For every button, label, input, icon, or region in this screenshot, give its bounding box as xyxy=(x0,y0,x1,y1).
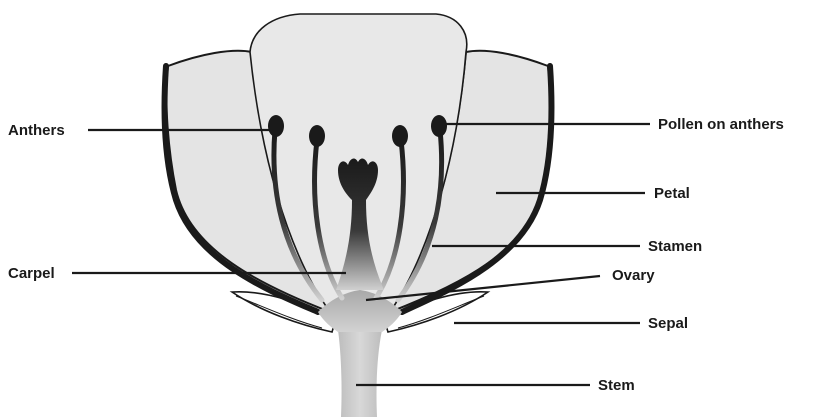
label-anthers: Anthers xyxy=(8,122,65,139)
label-petal: Petal xyxy=(654,185,690,202)
anther-3 xyxy=(392,125,408,147)
label-pollen-on-anthers: Pollen on anthers xyxy=(658,116,784,133)
anther-1 xyxy=(268,115,284,137)
anther-2 xyxy=(309,125,325,147)
label-sepal: Sepal xyxy=(648,315,688,332)
label-stem: Stem xyxy=(598,377,635,394)
anther-4 xyxy=(431,115,447,137)
label-carpel: Carpel xyxy=(8,265,55,282)
label-ovary: Ovary xyxy=(612,267,655,284)
stem-shape xyxy=(338,330,382,417)
label-stamen: Stamen xyxy=(648,238,702,255)
